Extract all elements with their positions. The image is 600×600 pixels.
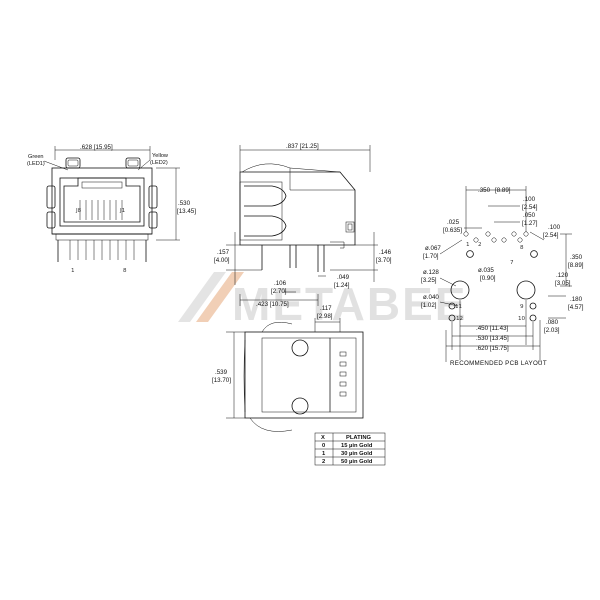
plating-row-1-x: 1: [322, 451, 326, 457]
pcb-pin-1: 1: [466, 242, 470, 248]
pcb-d050-mm: [1.27]: [522, 220, 538, 227]
plating-header-x: X: [321, 435, 325, 441]
pcb-d530: .530 [13.45]: [476, 335, 509, 342]
top-depth-mm: [2.98]: [317, 313, 333, 320]
pcb-d100b-in: .100: [548, 224, 561, 231]
side-base-dim: .423 [10.75]: [256, 301, 289, 308]
side-offset-mm: [2.70]: [271, 288, 287, 295]
pcb-pin-7: 7: [510, 260, 514, 266]
pcb-holes: [448, 231, 538, 322]
top-contacts: [339, 351, 347, 397]
pcb-pin-11: 11: [455, 304, 463, 310]
pcb-d035-in: ø.035: [478, 267, 494, 274]
front-width-dim: .628 [15.95]: [80, 144, 113, 151]
pcb-d350-mm: [8.89]: [495, 187, 511, 194]
side-left-height-in: .157: [217, 249, 230, 256]
front-inner-label-right: J1: [119, 208, 126, 214]
led1-id-label: (LED1): [27, 161, 45, 167]
front-pin-8: 8: [123, 268, 127, 274]
side-tail-mm: [1.24]: [334, 282, 350, 289]
watermark-text: METABEE: [232, 278, 468, 330]
side-tail-in: .049: [337, 274, 350, 281]
pcb-d450: .450 [11.43]: [476, 325, 509, 332]
pcb-d040-mm: [1.02]: [421, 302, 437, 309]
pcb-pin-12: 12: [456, 316, 463, 322]
pcb-d128-mm: [3.25]: [421, 277, 437, 284]
pcb-d040-in: ø.040: [423, 294, 439, 301]
pcb-d080-mm: [2.03]: [544, 327, 560, 334]
pcb-layout-title: RECOMMENDED PCB LAYOUT: [450, 360, 547, 367]
side-right-height-mm: [3.70]: [376, 257, 392, 264]
front-view: .628 [15.95] Green (LED1) Yellow (LED2): [27, 144, 196, 274]
pcb-d100a-mm: [2.54]: [522, 204, 538, 211]
watermark: METABEE: [178, 272, 468, 330]
top-height-mm: [13.70]: [212, 377, 231, 384]
plating-row-2-x: 2: [322, 459, 325, 465]
pcb-d025-in: .025: [447, 219, 460, 226]
pcb-d067-mm: [1.70]: [423, 253, 439, 260]
pcb-d128-in: ø.128: [423, 269, 439, 276]
side-left-height-mm: [4.00]: [214, 257, 230, 264]
top-height-in: .539: [215, 369, 228, 376]
pcb-d120-in: .120: [556, 272, 569, 279]
pcb-d100a-in: .100: [523, 196, 536, 203]
pcb-d180-mm: [4.57]: [568, 304, 584, 311]
side-length-dim: .837 [21.25]: [286, 143, 319, 150]
plating-row-0-val: 15 µin Gold: [341, 443, 373, 449]
front-height-in: .530: [178, 200, 191, 207]
pcb-d350r-mm: [8.89]: [568, 262, 584, 269]
front-contacts: [79, 200, 123, 220]
plating-row-0-x: 0: [322, 443, 325, 449]
led2-id-label: (LED2): [150, 160, 168, 166]
front-height-mm: [13.45]: [177, 208, 196, 215]
pcb-d120-mm: [3.05]: [555, 280, 571, 287]
plating-header-plating: PLATING: [346, 435, 372, 441]
side-offset-in: .106: [274, 280, 287, 287]
top-depth-in: .117: [320, 305, 332, 312]
plating-table: X PLATING 0 15 µin Gold 1 30 µin Gold 2 …: [314, 432, 386, 466]
pcb-d180-in: .180: [570, 296, 583, 303]
pcb-pin-9: 9: [520, 304, 524, 310]
pcb-d080-in: .080: [546, 319, 559, 326]
plating-row-1-val: 30 µin Gold: [341, 451, 373, 457]
pcb-d350-in: .350: [478, 187, 491, 194]
pcb-d025-mm: [0.635]: [443, 227, 462, 234]
pcb-pin-10: 10: [518, 316, 526, 322]
pcb-d100b-mm: [2.54]: [543, 232, 559, 239]
pcb-d350r-in: .350: [570, 254, 583, 261]
top-view: .117 [2.98] .539 [13.70]: [212, 305, 364, 432]
pcb-d067-in: ø.067: [425, 245, 441, 252]
pcb-pin-2: 2: [478, 242, 482, 248]
side-right-height-in: .146: [379, 249, 392, 256]
led1-color-label: Green: [28, 154, 44, 160]
plating-row-2-val: 50 µin Gold: [341, 459, 373, 465]
pcb-pin-8: 8: [520, 245, 524, 251]
front-inner-label-left: J8: [75, 208, 82, 214]
front-pin-1: 1: [71, 268, 75, 274]
pcb-d620: .620 [15.75]: [476, 345, 509, 352]
led2-color-label: Yellow: [152, 153, 169, 159]
pcb-d035-mm: [0.90]: [480, 275, 496, 282]
pcb-d050-in: .050: [523, 212, 536, 219]
pcb-layout: .350 [8.89] .100 [2.54] .050 [1.27] .025…: [421, 186, 584, 367]
side-view: .837 [21.25] .157 [4.00] .146 [3.70]: [214, 143, 392, 308]
front-legs: [57, 240, 147, 262]
